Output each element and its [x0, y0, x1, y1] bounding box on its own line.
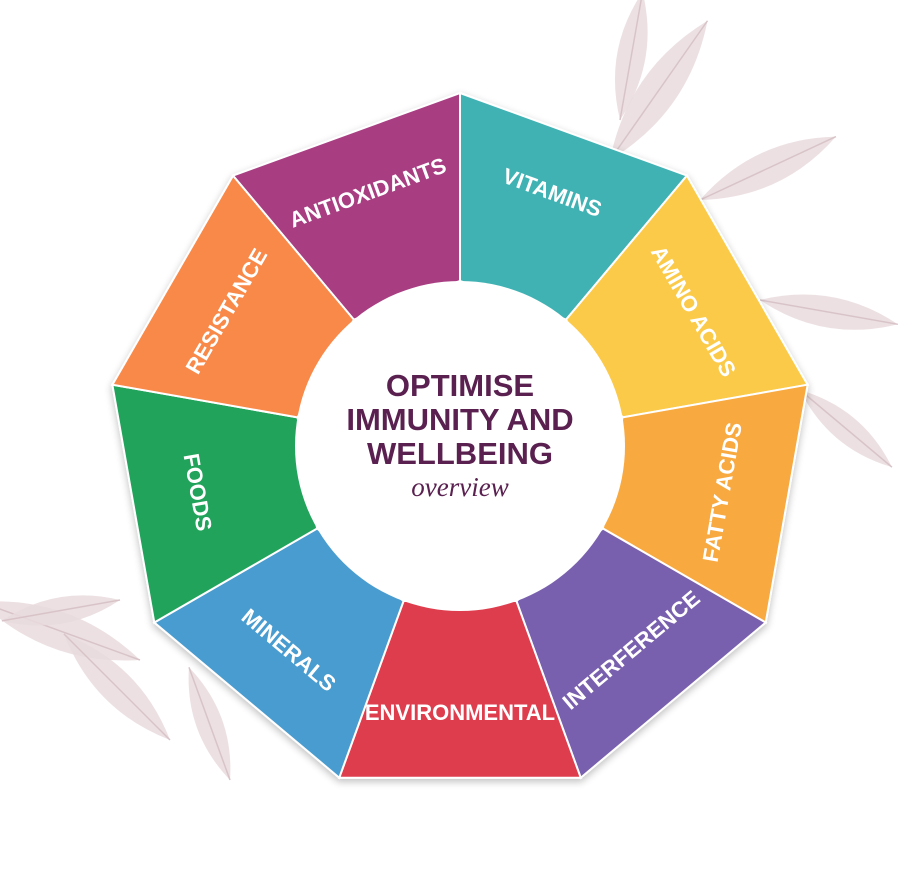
leaf-shape [1, 595, 121, 626]
leaf-shape [615, 0, 648, 121]
leaf-shape [609, 20, 709, 161]
leaf-shape [799, 389, 893, 468]
center-subtitle: overview [411, 472, 508, 502]
leaf-decoration [0, 0, 899, 781]
leaf-shape [699, 135, 837, 201]
center-title-line-1: OPTIMISE [386, 368, 534, 403]
leaf-shape [759, 294, 899, 330]
leaf-shape [63, 633, 171, 741]
center-text: OPTIMISE IMMUNITY AND WELLBEING overview [346, 368, 573, 502]
center-title-line-2: IMMUNITY AND [346, 402, 573, 437]
segment-label-environmental: ENVIRONMENTAL [365, 700, 555, 725]
center-circle [295, 281, 625, 611]
center-title-line-3: WELLBEING [367, 436, 553, 471]
leaf-shape [188, 666, 231, 781]
